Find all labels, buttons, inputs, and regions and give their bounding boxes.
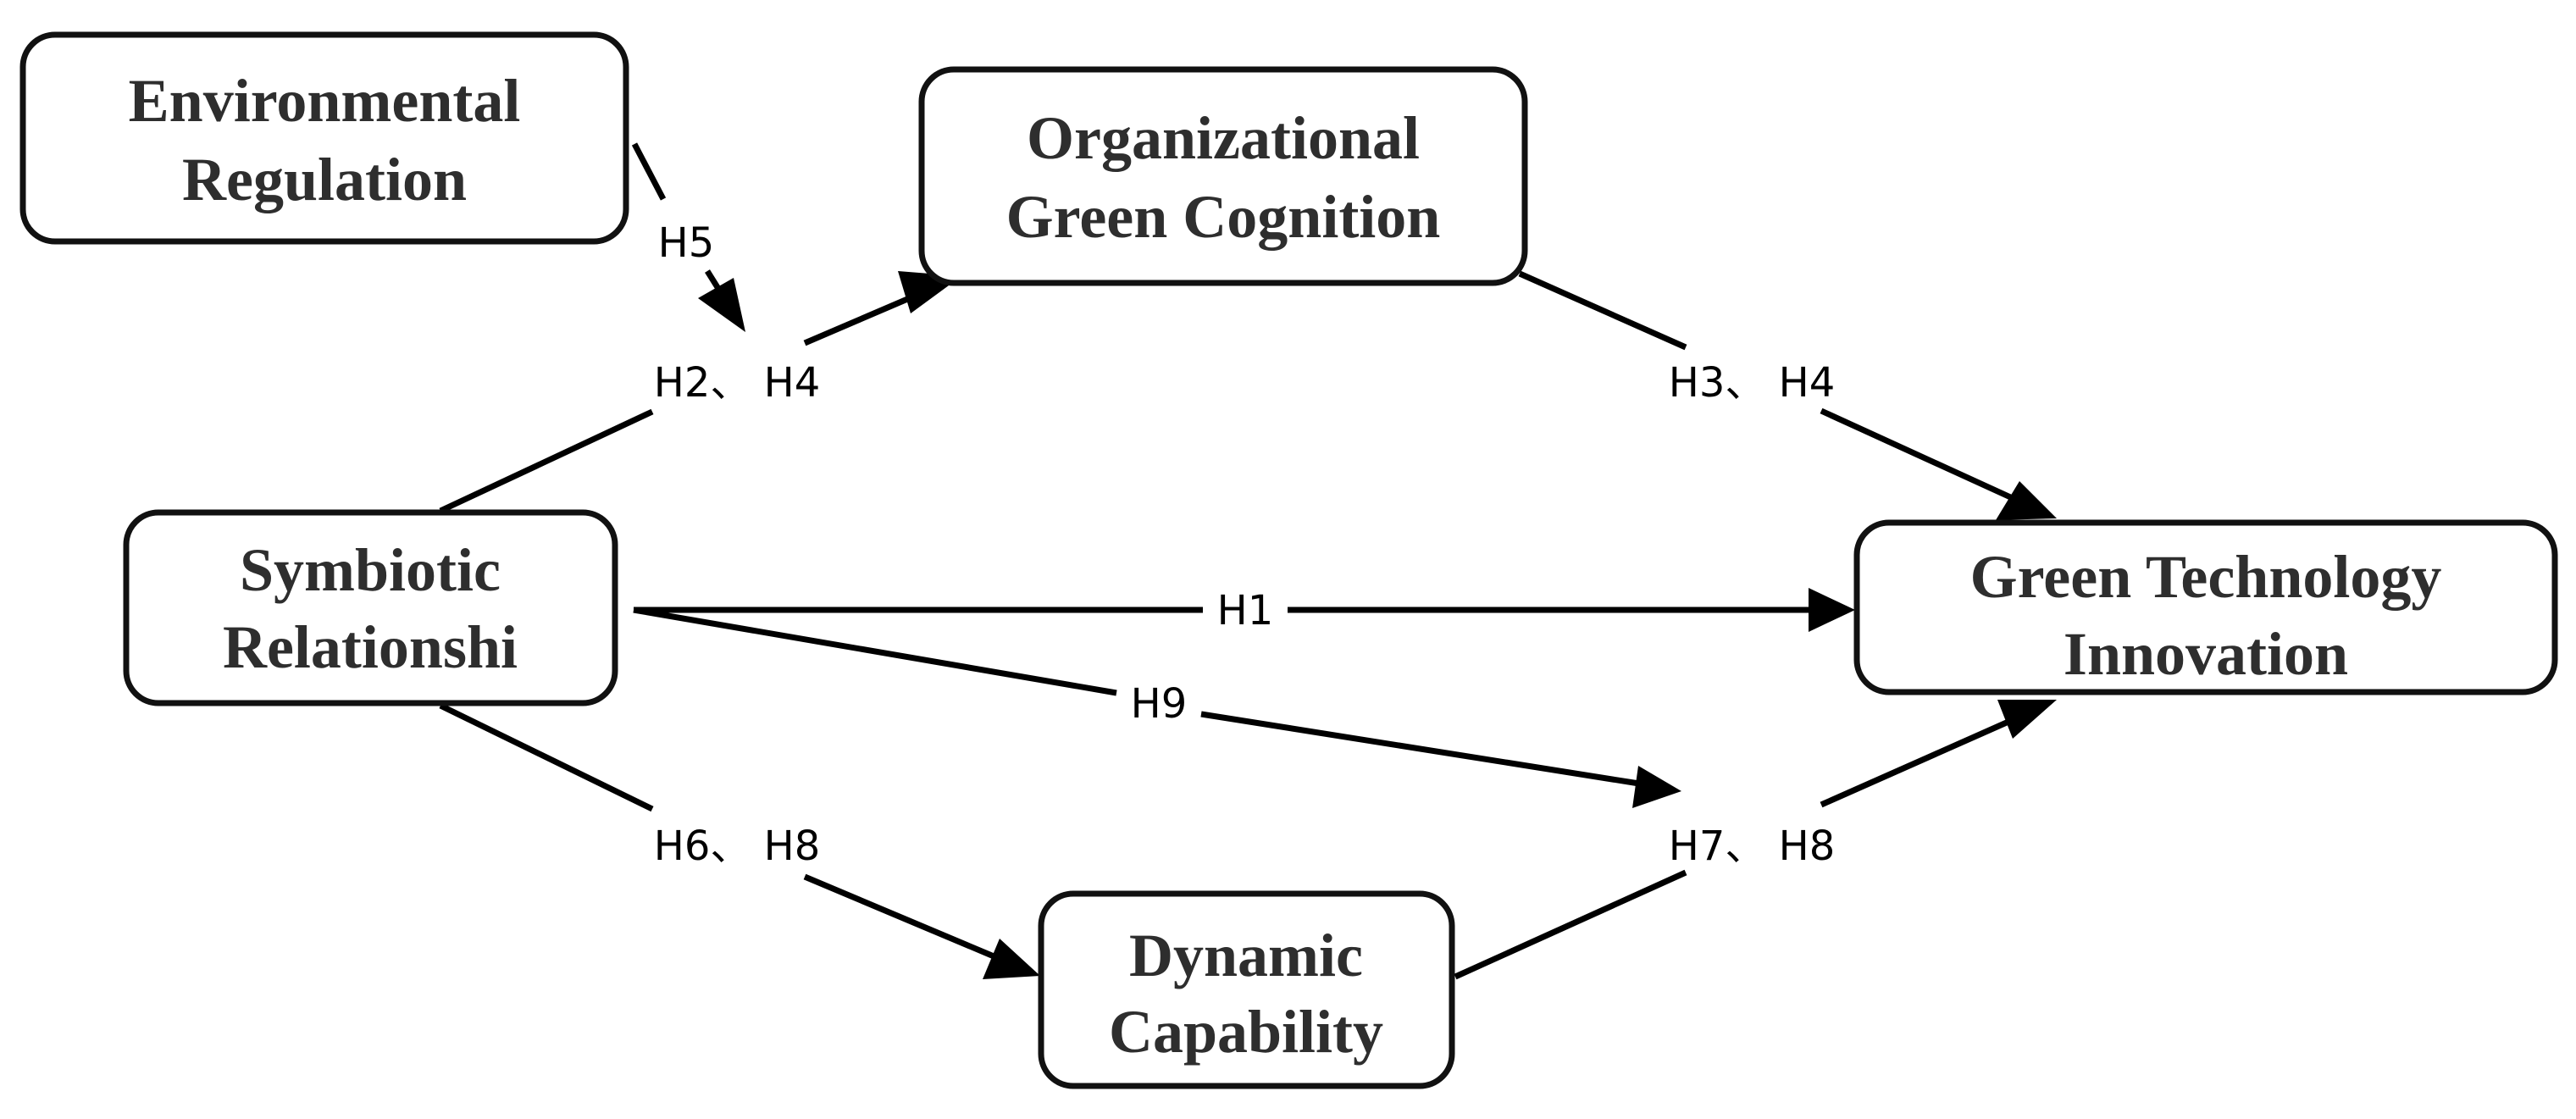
- node-environmental-regulation: Environmental Regulation: [19, 31, 629, 245]
- node-environmental-regulation-line1: Environmental: [129, 67, 521, 135]
- node-dynamic-capability-line1: Dynamic: [1129, 922, 1363, 989]
- node-green-technology-innovation: Green Technology Innovation: [1853, 519, 2558, 695]
- edge-label-h6-h8: H6、 H8: [654, 823, 821, 870]
- node-green-technology-innovation-line1: Green Technology: [1970, 543, 2442, 611]
- edge-label-h2-h4: H2、 H4: [654, 359, 821, 407]
- edge-label-h7-h8: H7、 H8: [1669, 823, 1836, 870]
- edge-h9: [633, 607, 1681, 808]
- node-dynamic-capability-line2: Capability: [1109, 998, 1383, 1066]
- node-green-technology-innovation-line2: Innovation: [2064, 620, 2348, 688]
- edge-h3-h4: [1518, 270, 2057, 520]
- node-symbiotic-relationship-line1: Symbiotic: [240, 536, 501, 604]
- edge-h5: [631, 142, 745, 332]
- edge-label-h5: H5: [658, 219, 715, 267]
- node-symbiotic-relationship: Symbiotic Relationshi: [123, 509, 618, 706]
- edge-label-h9: H9: [1131, 680, 1188, 728]
- node-environmental-regulation-line2: Regulation: [182, 146, 467, 213]
- node-organizational-green-cognition-line2: Green Cognition: [1006, 183, 1441, 251]
- edge-label-h1: H1: [1217, 587, 1274, 634]
- edge-h6-h8: [439, 702, 1040, 979]
- edge-h1: [634, 588, 1855, 632]
- edge-h7-h8: [1454, 700, 2057, 980]
- node-dynamic-capability: Dynamic Capability: [1038, 890, 1455, 1089]
- node-symbiotic-relationship-line2: Relationshi: [223, 613, 518, 681]
- node-organizational-green-cognition-line1: Organizational: [1027, 104, 1420, 172]
- edge-label-h3-h4: H3、 H4: [1669, 359, 1836, 407]
- node-organizational-green-cognition: Organizational Green Cognition: [918, 66, 1528, 286]
